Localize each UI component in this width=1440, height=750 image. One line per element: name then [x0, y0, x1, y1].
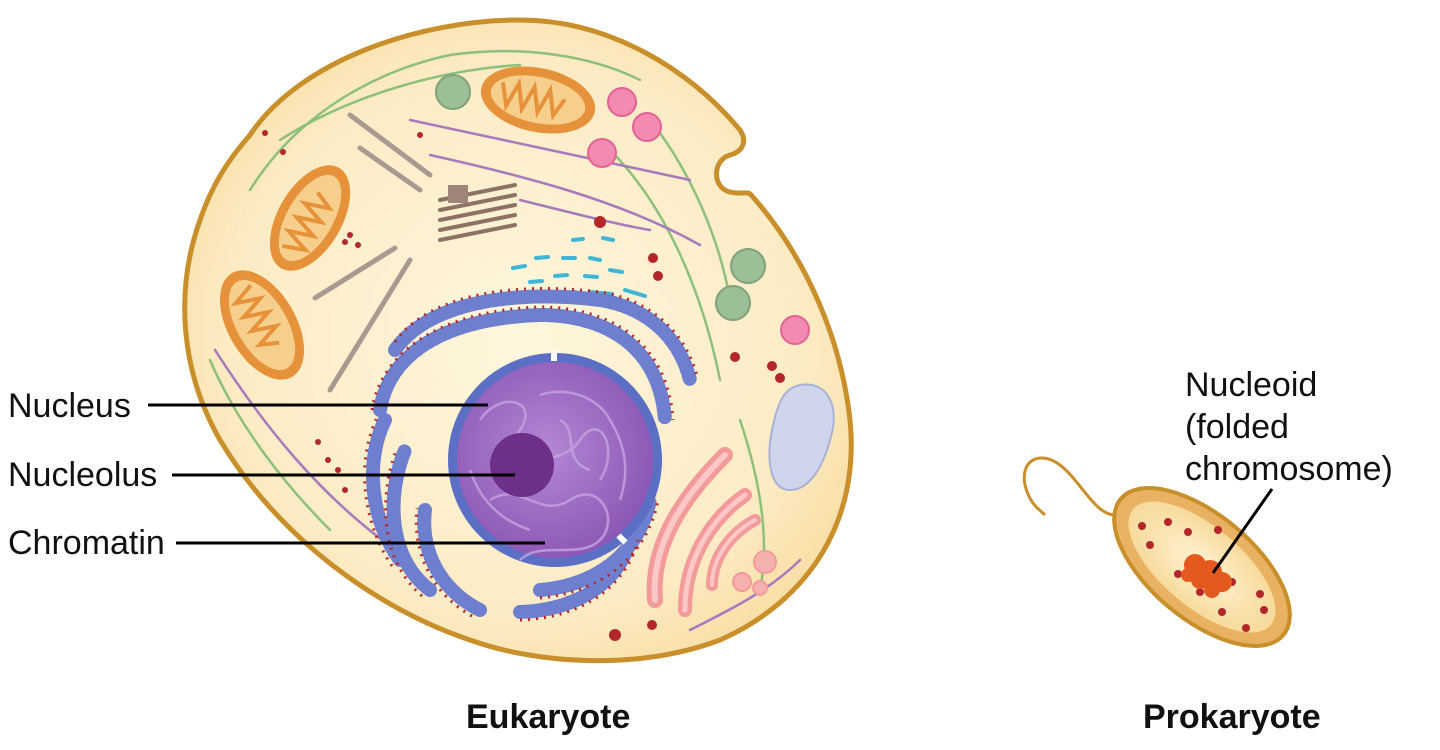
- vacuole: [768, 383, 835, 492]
- mitochondrion-left-lower: [219, 270, 305, 380]
- nucleoid-label-line-2: (folded: [1185, 408, 1289, 446]
- prokaryotic-cell: [1022, 456, 1292, 648]
- actin-rods: [312, 112, 433, 393]
- nucleoid-label: Nucleoid (folded chromosome): [1185, 364, 1393, 490]
- nucleolus: [490, 433, 554, 497]
- rough-er: [366, 289, 697, 619]
- label-leader-lines: [148, 403, 545, 545]
- vesicles: [435, 74, 810, 345]
- golgi-vesicles: [732, 550, 777, 596]
- nucleoid-label-line-3: chromosome): [1185, 450, 1393, 488]
- rough-er-ribosomes: [363, 287, 699, 622]
- nucleoid-chromosome: [1181, 554, 1232, 598]
- centriole: [438, 183, 517, 242]
- flagellum: [1022, 456, 1116, 517]
- nucleolus-label: Nucleolus: [8, 456, 158, 494]
- golgi-apparatus: [646, 447, 761, 617]
- mitochondrion-left-upper: [269, 165, 351, 271]
- mitochondrion-top: [480, 66, 596, 134]
- free-ribosomes: [262, 130, 785, 641]
- nucleus: [448, 351, 662, 567]
- eukaryote-caption: Eukaryote: [466, 698, 631, 736]
- eukaryotic-cell: [182, 17, 854, 664]
- nucleoid-leader-line: [1211, 488, 1274, 574]
- nucleus-label: Nucleus: [8, 387, 131, 425]
- prokaryote-caption: Prokaryote: [1143, 698, 1321, 736]
- chromatin-label: Chromatin: [8, 524, 165, 562]
- nuclear-pores: [551, 351, 628, 545]
- nucleoid-label-line-1: Nucleoid: [1185, 366, 1318, 404]
